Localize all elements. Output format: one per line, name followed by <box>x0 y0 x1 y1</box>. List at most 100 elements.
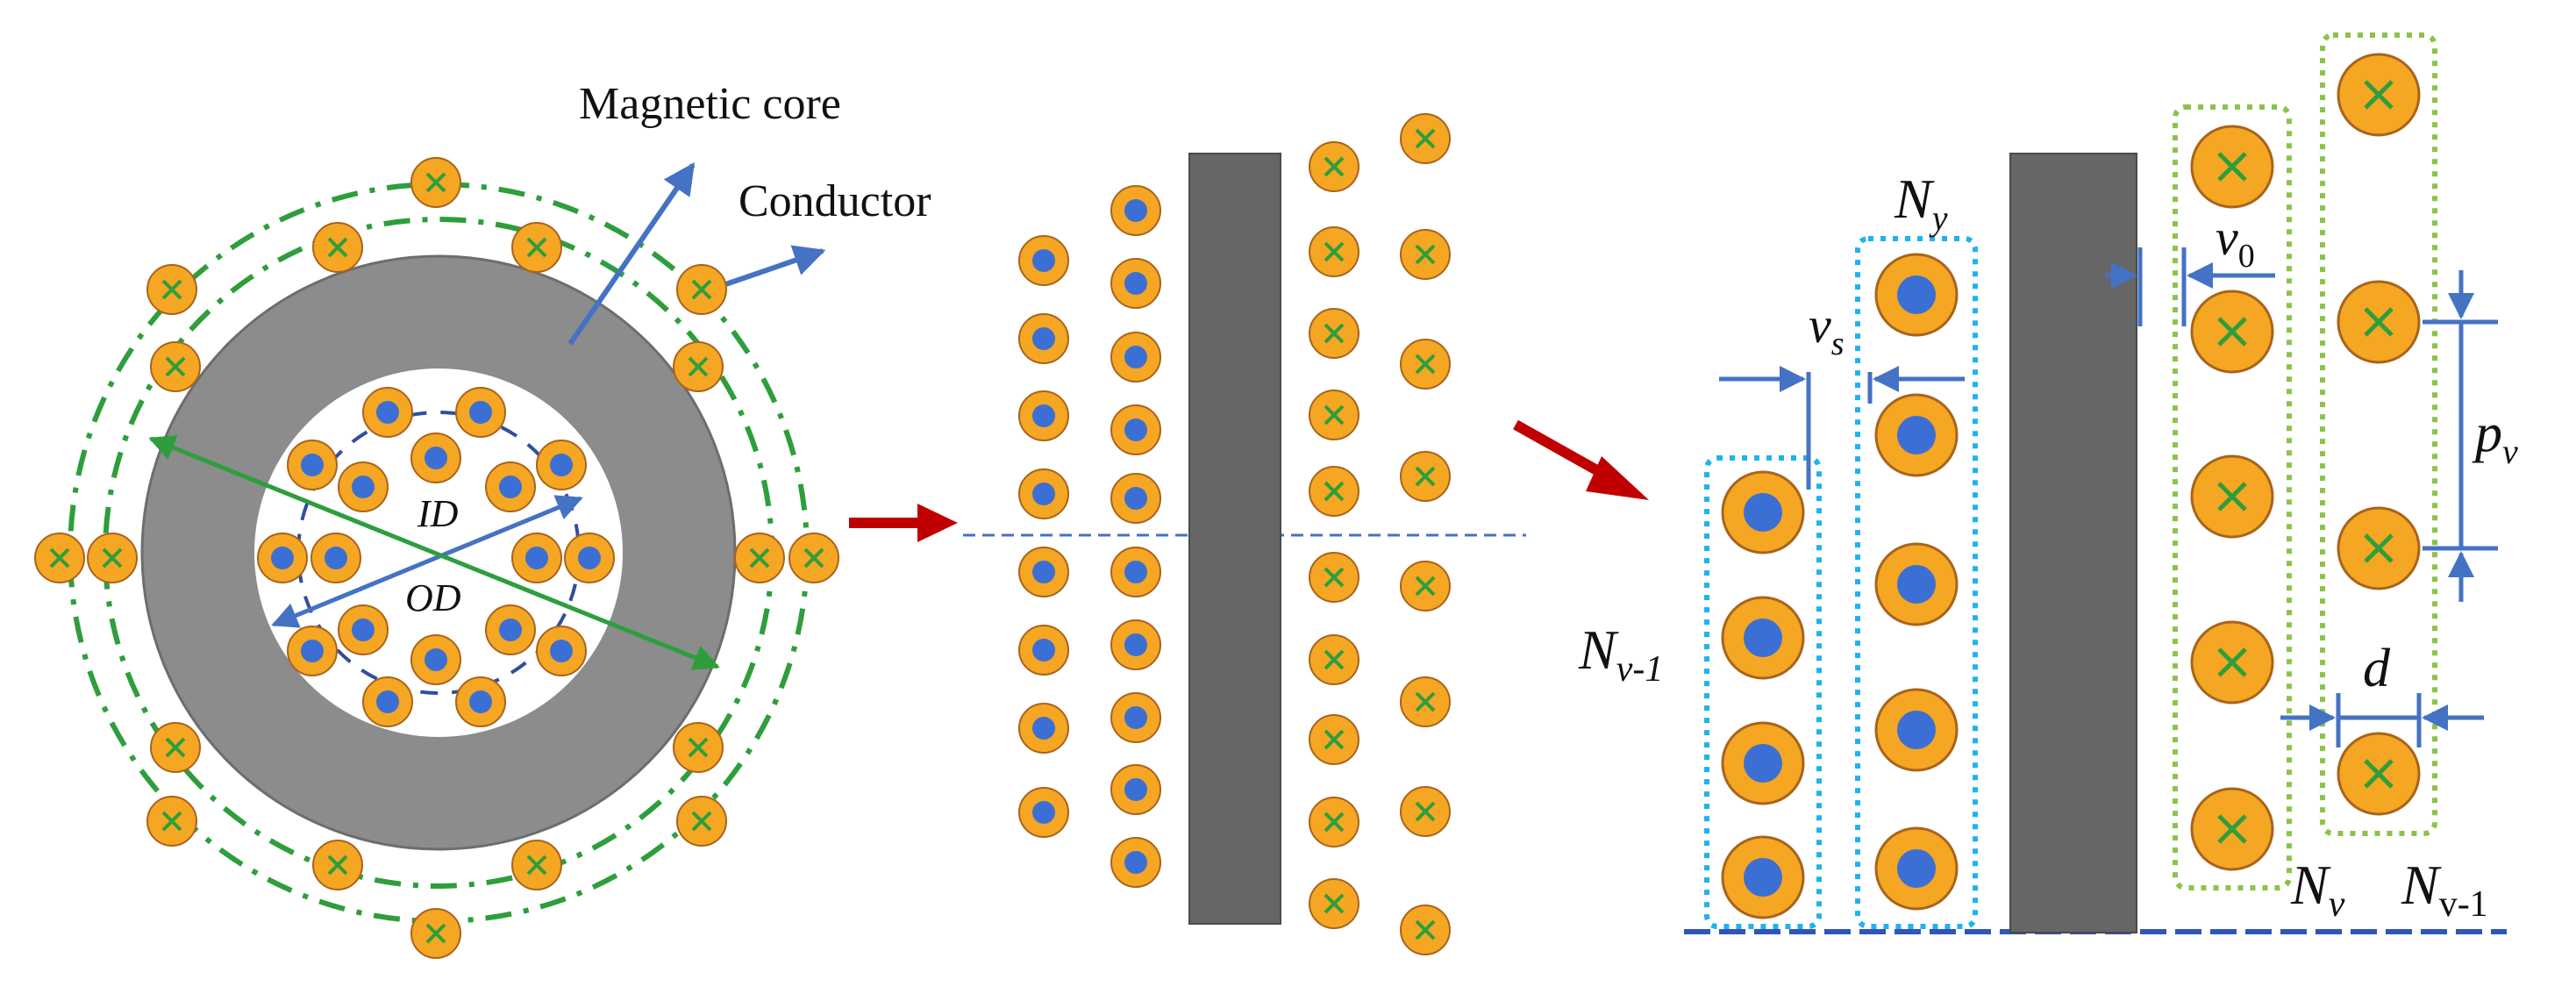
conductor-cross <box>511 840 562 890</box>
conductor-dot <box>1874 393 1959 477</box>
parameter-panel: vs v0 pv d Ny Nv-1 Nv <box>1578 32 2518 934</box>
unrolled-panel <box>963 113 1526 955</box>
outer-conductors <box>34 157 839 959</box>
conductor-pointer <box>710 245 826 292</box>
conductor-dot <box>1110 837 1161 888</box>
conductor-dot <box>536 626 587 676</box>
conductor-cross <box>676 796 727 847</box>
magnetic-core-pointer <box>567 162 696 346</box>
conductor-dot <box>1110 473 1161 524</box>
conductor-dot <box>310 533 361 583</box>
pv-label: pv <box>2472 404 2518 471</box>
conductor-cross <box>676 264 727 315</box>
od-arrow <box>148 435 720 670</box>
conductor-cross <box>1309 390 1359 440</box>
red-arrow-1 <box>849 504 958 542</box>
id-label: ID <box>417 492 459 535</box>
nv1-left-label: Nv-1 <box>1578 619 1663 690</box>
conductor-cross <box>312 840 363 890</box>
conductor-dot <box>1874 542 1959 626</box>
conductor-cross <box>1309 634 1359 685</box>
conductor-dot <box>455 387 506 438</box>
inner-layer-2 <box>1110 185 1161 888</box>
conductor-label: Conductor <box>739 176 931 226</box>
conductor-cross <box>87 533 138 583</box>
conductor-dot <box>362 676 413 727</box>
conductor-dot <box>1721 596 1805 680</box>
core-bar-detail <box>2009 153 2137 933</box>
conductor-dot <box>1721 721 1805 805</box>
conductor-dot <box>1110 692 1161 743</box>
conductor-cross <box>1400 786 1451 837</box>
detail-outer-col-1 <box>2190 125 2274 871</box>
conductor-cross <box>1400 229 1451 280</box>
conductor-cross <box>1400 451 1451 502</box>
conductor-cross <box>1309 552 1359 603</box>
conductor-cross <box>673 341 724 392</box>
d-dimension <box>2280 693 2484 747</box>
conductor-cross <box>2190 125 2274 209</box>
conductor-cross <box>1309 226 1359 277</box>
conductor-dot <box>1110 185 1161 236</box>
conductor-dot <box>338 604 389 655</box>
conductor-cross <box>1400 339 1451 390</box>
conductor-dot <box>1110 404 1161 455</box>
magnetic-core-label: Magnetic core <box>579 79 841 129</box>
detail-outer-col-2 <box>2337 53 2421 816</box>
conductor-cross <box>410 157 461 208</box>
conductor-dot <box>1110 547 1161 597</box>
conductor-dot <box>1110 764 1161 815</box>
conductor-cross <box>2337 506 2421 590</box>
v0-dimension <box>2105 247 2275 326</box>
ny-label: Ny <box>1894 168 1948 238</box>
layer-box-nv1 <box>1704 455 1822 929</box>
conductor-cross <box>1400 561 1451 611</box>
conductor-cross <box>146 264 197 315</box>
core-bar <box>1188 153 1281 925</box>
outer-layer-2 <box>1400 113 1451 955</box>
conductor-cross <box>673 722 724 773</box>
conductor-cross <box>2190 787 2274 871</box>
conductor-dot <box>1018 235 1069 286</box>
vs-label: vs <box>1809 297 1845 362</box>
conductor-cross <box>1309 797 1359 847</box>
detail-inner-col-1 <box>1721 470 1805 919</box>
conductor-dot <box>1874 688 1959 772</box>
conductor-dot <box>1110 332 1161 383</box>
conductor-dot <box>455 676 506 727</box>
conductor-dot <box>1874 253 1959 337</box>
conductor-cross <box>146 796 197 847</box>
conductor-cross <box>34 533 85 583</box>
conductor-dot <box>1110 619 1161 670</box>
conductor-dot <box>1874 826 1959 911</box>
conductor-dot <box>485 461 536 512</box>
conductor-cross <box>1400 113 1451 164</box>
conductor-dot <box>287 626 338 676</box>
conductor-dot <box>1018 547 1069 597</box>
conductor-cross <box>410 908 461 959</box>
conductor-dot <box>1018 703 1069 754</box>
conductor-cross <box>511 222 562 273</box>
nv-bottom-label: Nv <box>2290 854 2345 925</box>
conductor-dot <box>257 533 308 583</box>
conductor-dot <box>1018 625 1069 676</box>
v0-label: v0 <box>2216 209 2255 275</box>
d-label: d <box>2363 639 2391 698</box>
conductor-cross <box>1309 466 1359 517</box>
layer-box-ny <box>1855 236 1978 929</box>
red-arrow-2 <box>1513 419 1649 500</box>
od-label: OD <box>405 576 461 619</box>
outer-layer-1 <box>1309 141 1359 929</box>
conductor-cross <box>788 533 839 583</box>
conductor-dot <box>362 387 413 438</box>
inner-layer-1 <box>1018 235 1069 838</box>
conductor-cross <box>1400 905 1451 955</box>
detail-inner-col-2 <box>1874 253 1959 911</box>
conductor-cross <box>2190 454 2274 539</box>
layer-box-nv1-outer <box>2320 32 2437 836</box>
conductor-cross <box>1309 878 1359 929</box>
conductor-dot <box>485 604 536 655</box>
inner-conductors <box>257 387 615 727</box>
conductor-cross <box>2337 53 2421 137</box>
